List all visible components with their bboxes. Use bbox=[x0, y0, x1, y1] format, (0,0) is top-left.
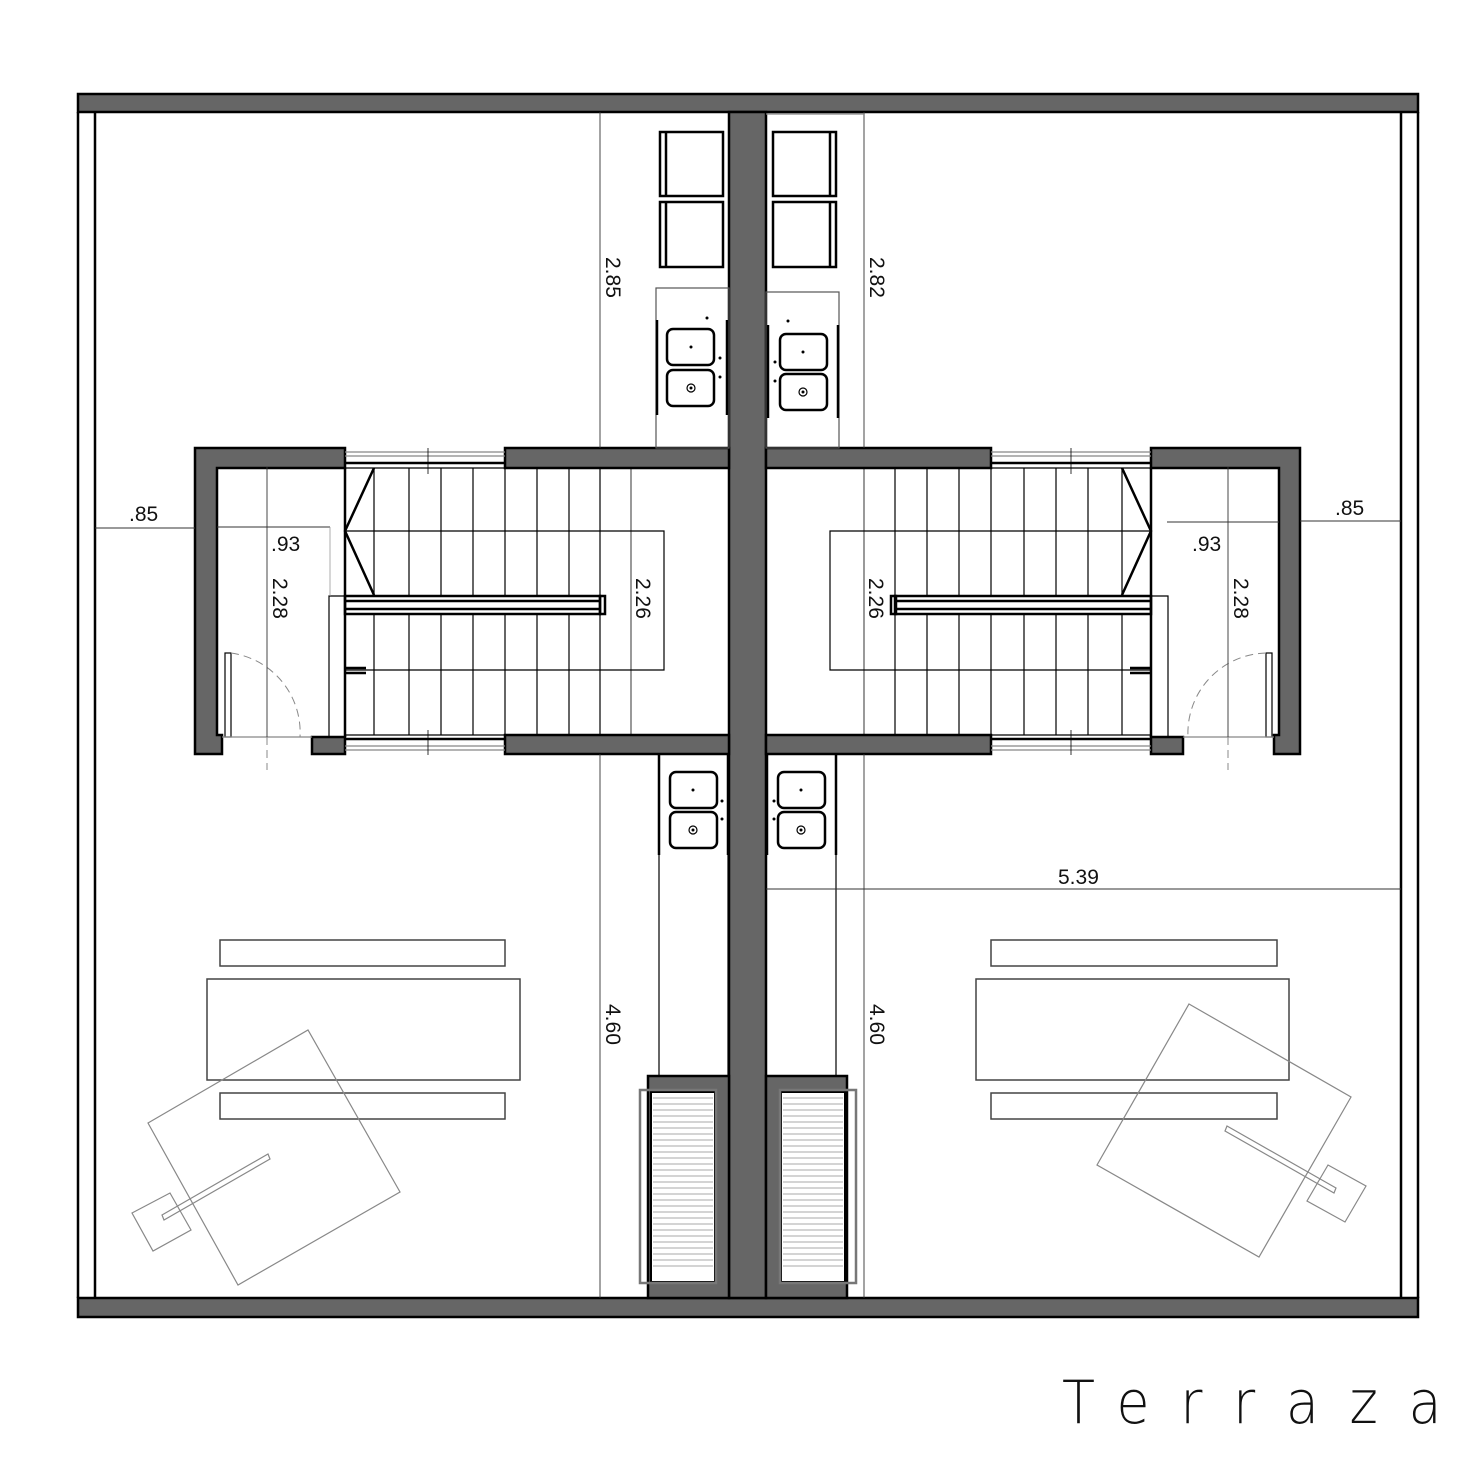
right-top-counter bbox=[765, 291, 840, 449]
left-parasol bbox=[131, 1029, 401, 1286]
left-bottom-counter bbox=[657, 754, 730, 1076]
right-closet-door[interactable] bbox=[1183, 652, 1274, 738]
right-staircase bbox=[766, 467, 1169, 737]
left-top-cabinets bbox=[658, 130, 725, 269]
dim-right-closet-width: .93 bbox=[1192, 533, 1221, 556]
left-closet-jamb bbox=[310, 735, 347, 756]
right-bottom-counter bbox=[765, 754, 838, 1076]
dim-right-margin: .85 bbox=[1335, 497, 1364, 520]
right-bottom-window bbox=[991, 730, 1151, 755]
left-stair-top-wall bbox=[503, 446, 731, 470]
right-top-cabinets bbox=[771, 130, 838, 269]
left-closet-wall bbox=[193, 446, 347, 756]
left-staircase bbox=[328, 467, 729, 737]
right-parasol bbox=[1096, 1003, 1367, 1258]
dim-left-top-length: 2.85 bbox=[601, 257, 624, 298]
dim-right-closet-depth: 2.28 bbox=[1229, 578, 1252, 619]
dim-right-bottom-length: 4.60 bbox=[865, 1004, 888, 1045]
left-lounger-top bbox=[219, 939, 506, 967]
left-stair-bottom-wall bbox=[503, 733, 731, 756]
right-table bbox=[975, 978, 1290, 1081]
left-top-window bbox=[345, 448, 505, 474]
right-lounger-bottom bbox=[990, 1092, 1278, 1120]
right-top-window bbox=[991, 448, 1151, 474]
dim-right-stair-width: 2.26 bbox=[864, 578, 887, 619]
right-closet-jamb bbox=[1149, 735, 1185, 756]
bottom-wall bbox=[76, 1296, 1420, 1319]
central-party-wall bbox=[727, 110, 768, 1300]
drawing-title: Terraza bbox=[1062, 1368, 1473, 1438]
dim-left-bottom-length: 4.60 bbox=[601, 1004, 624, 1045]
right-closet-wall bbox=[1149, 446, 1302, 756]
dimension-lines bbox=[95, 112, 1401, 1298]
dim-right-top-length: 2.82 bbox=[865, 257, 888, 298]
right-grill-block bbox=[764, 1074, 858, 1300]
right-lounger-top bbox=[990, 939, 1278, 967]
dim-left-closet-width: .93 bbox=[271, 533, 300, 556]
right-stair-top-wall bbox=[764, 446, 993, 470]
left-table bbox=[206, 978, 521, 1081]
dim-right-terrace-width: 5.39 bbox=[1058, 866, 1099, 889]
right-stair-bottom-wall bbox=[764, 733, 993, 756]
left-top-counter bbox=[655, 287, 730, 449]
left-bottom-window bbox=[345, 730, 505, 755]
dim-left-stair-width: 2.26 bbox=[631, 578, 654, 619]
left-grill-block bbox=[638, 1074, 731, 1300]
dim-left-margin: .85 bbox=[129, 503, 158, 526]
left-lounger-bottom bbox=[219, 1092, 506, 1120]
dim-left-closet-depth: 2.28 bbox=[268, 578, 291, 619]
top-wall bbox=[76, 92, 1420, 114]
